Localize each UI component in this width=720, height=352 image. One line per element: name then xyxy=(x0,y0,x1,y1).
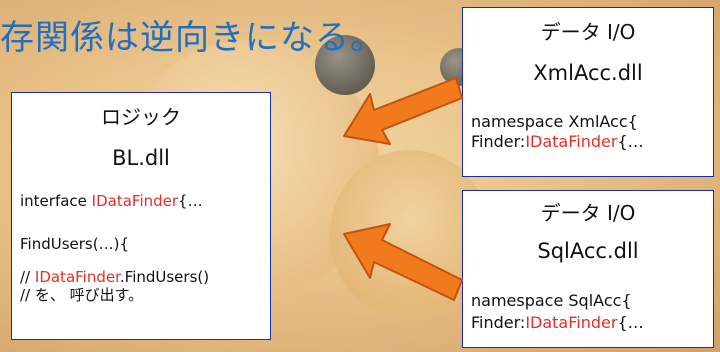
logic-box-title: ロジック xyxy=(101,105,181,129)
interface-name-highlight: IDataFinder xyxy=(525,313,618,332)
xml-box-dll-name: XmlAcc.dll xyxy=(533,61,643,85)
xml-namespace-line: namespace XmlAcc{ xyxy=(471,112,638,131)
headline: 存関係は逆向きになる。 xyxy=(0,18,385,58)
sql-box-dll-name: SqlAcc.dll xyxy=(537,239,639,263)
logic-box-dll-name: BL.dll xyxy=(112,146,170,170)
interface-name-highlight: IDataFinder xyxy=(91,192,179,210)
sql-access-component-box: データ I/O SqlAcc.dll namespace SqlAcc{ Fin… xyxy=(462,190,714,348)
xml-access-component-box: データ I/O XmlAcc.dll namespace XmlAcc{ Fin… xyxy=(462,7,714,177)
dependency-arrow-upper xyxy=(343,77,463,145)
xml-box-title: データ I/O xyxy=(540,20,636,44)
xml-finder-line: Finder:IDataFinder{… xyxy=(471,132,644,151)
method-declaration-line: FindUsers(…){ xyxy=(20,235,129,253)
background-dark-circle xyxy=(315,35,375,95)
interface-name-highlight: IDataFinder xyxy=(34,268,120,286)
logic-component-box: ロジック BL.dll interface IDataFinder{… Find… xyxy=(11,92,271,340)
sql-namespace-line: namespace SqlAcc{ xyxy=(471,291,632,310)
interface-declaration-line: interface IDataFinder{… xyxy=(20,192,203,210)
dependency-arrow-lower xyxy=(343,223,463,301)
interface-name-highlight: IDataFinder xyxy=(525,132,618,151)
sql-box-title: データ I/O xyxy=(540,201,636,225)
comment-line-1: // IDataFinder.FindUsers() xyxy=(20,268,210,286)
sql-finder-line: Finder:IDataFinder{… xyxy=(471,313,644,332)
comment-line-2: // を、 呼び出す。 xyxy=(20,286,144,304)
